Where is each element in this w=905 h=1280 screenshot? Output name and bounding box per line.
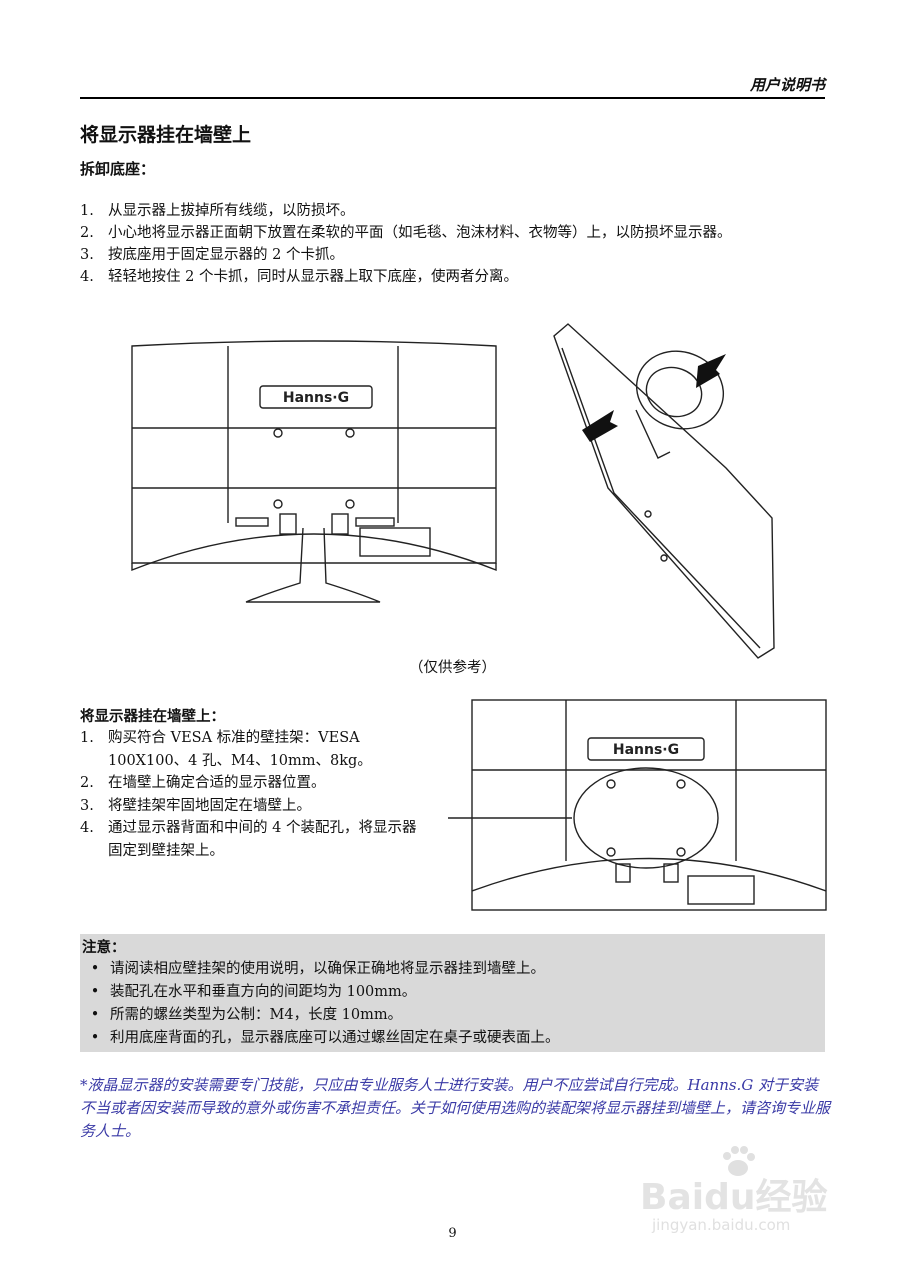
mount-heading: 将显示器挂在墙壁上： [80,708,225,725]
list-item: 3.将壁挂架牢固地固定在墙壁上。 [80,797,311,814]
watermark-url: jingyan.baidu.com [652,1216,791,1234]
list-item: 2.在墙壁上确定合适的显示器位置。 [80,775,326,791]
header-rule [80,97,825,99]
list-item: •利用底座背面的孔，显示器底座可以通过螺丝固定在桌子或硬表面上。 [90,1030,560,1046]
section-title: 将显示器挂在墙壁上 [80,124,252,146]
note-list: •请阅读相应壁挂架的使用说明，以确保正确地将显示器挂到墙壁上。 •装配孔在水平和… [80,958,560,1050]
paw-icon [718,1142,758,1182]
list-item: 4.通过显示器背面和中间的 4 个装配孔，将显示器固定到壁挂架上。 [80,820,417,859]
list-item: •所需的螺丝类型为公制：M4，长度 10mm。 [90,1007,403,1023]
list-item: 4.轻轻地按住 2 个卡抓，同时从显示器上取下底座，使两者分离。 [80,269,518,285]
vesa-mount-figure: Hanns·G [448,699,827,911]
list-item: 2.小心地将显示器正面朝下放置在柔软的平面（如毛毯、泡沫材料、衣物等）上，以防损… [80,225,732,241]
note-title: 注意： [82,939,126,956]
base-removal-figure [553,323,775,659]
list-item: •装配孔在水平和垂直方向的间距均为 100mm。 [90,984,417,1000]
brand-logo: Hanns·G [283,390,349,406]
remove-base-steps: 1.从显示器上拔掉所有线缆，以防损坏。 2.小心地将显示器正面朝下放置在柔软的平… [80,200,830,288]
monitor-rear-stand-figure: Hanns·G [131,340,497,603]
watermark-text: Baidu经验 [640,1177,828,1218]
page-number: 9 [448,1226,457,1241]
note-box: 注意： •请阅读相应壁挂架的使用说明，以确保正确地将显示器挂到墙壁上。 •装配孔… [80,934,825,1052]
list-item: 1.购买符合 VESA 标准的壁挂架：VESA 100X100、4 孔、M4、1… [80,730,372,769]
list-item: •请阅读相应壁挂架的使用说明，以确保正确地将显示器挂到墙壁上。 [90,961,545,977]
page-header-title: 用户说明书 [749,76,825,94]
list-item: 3.按底座用于固定显示器的 2 个卡抓。 [80,247,344,263]
figure-caption: （仅供参考） [409,660,496,676]
brand-logo: Hanns·G [613,742,679,758]
remove-base-heading: 拆卸底座： [80,160,156,178]
mount-steps: 1.购买符合 VESA 标准的壁挂架：VESA 100X100、4 孔、M4、1… [80,727,430,862]
installation-warning: *液晶显示器的安装需要专门技能，只应由专业服务人士进行安装。用户不应尝试自行完成… [80,1076,831,1140]
list-item: 1.从显示器上拔掉所有线缆，以防损坏。 [80,203,355,219]
